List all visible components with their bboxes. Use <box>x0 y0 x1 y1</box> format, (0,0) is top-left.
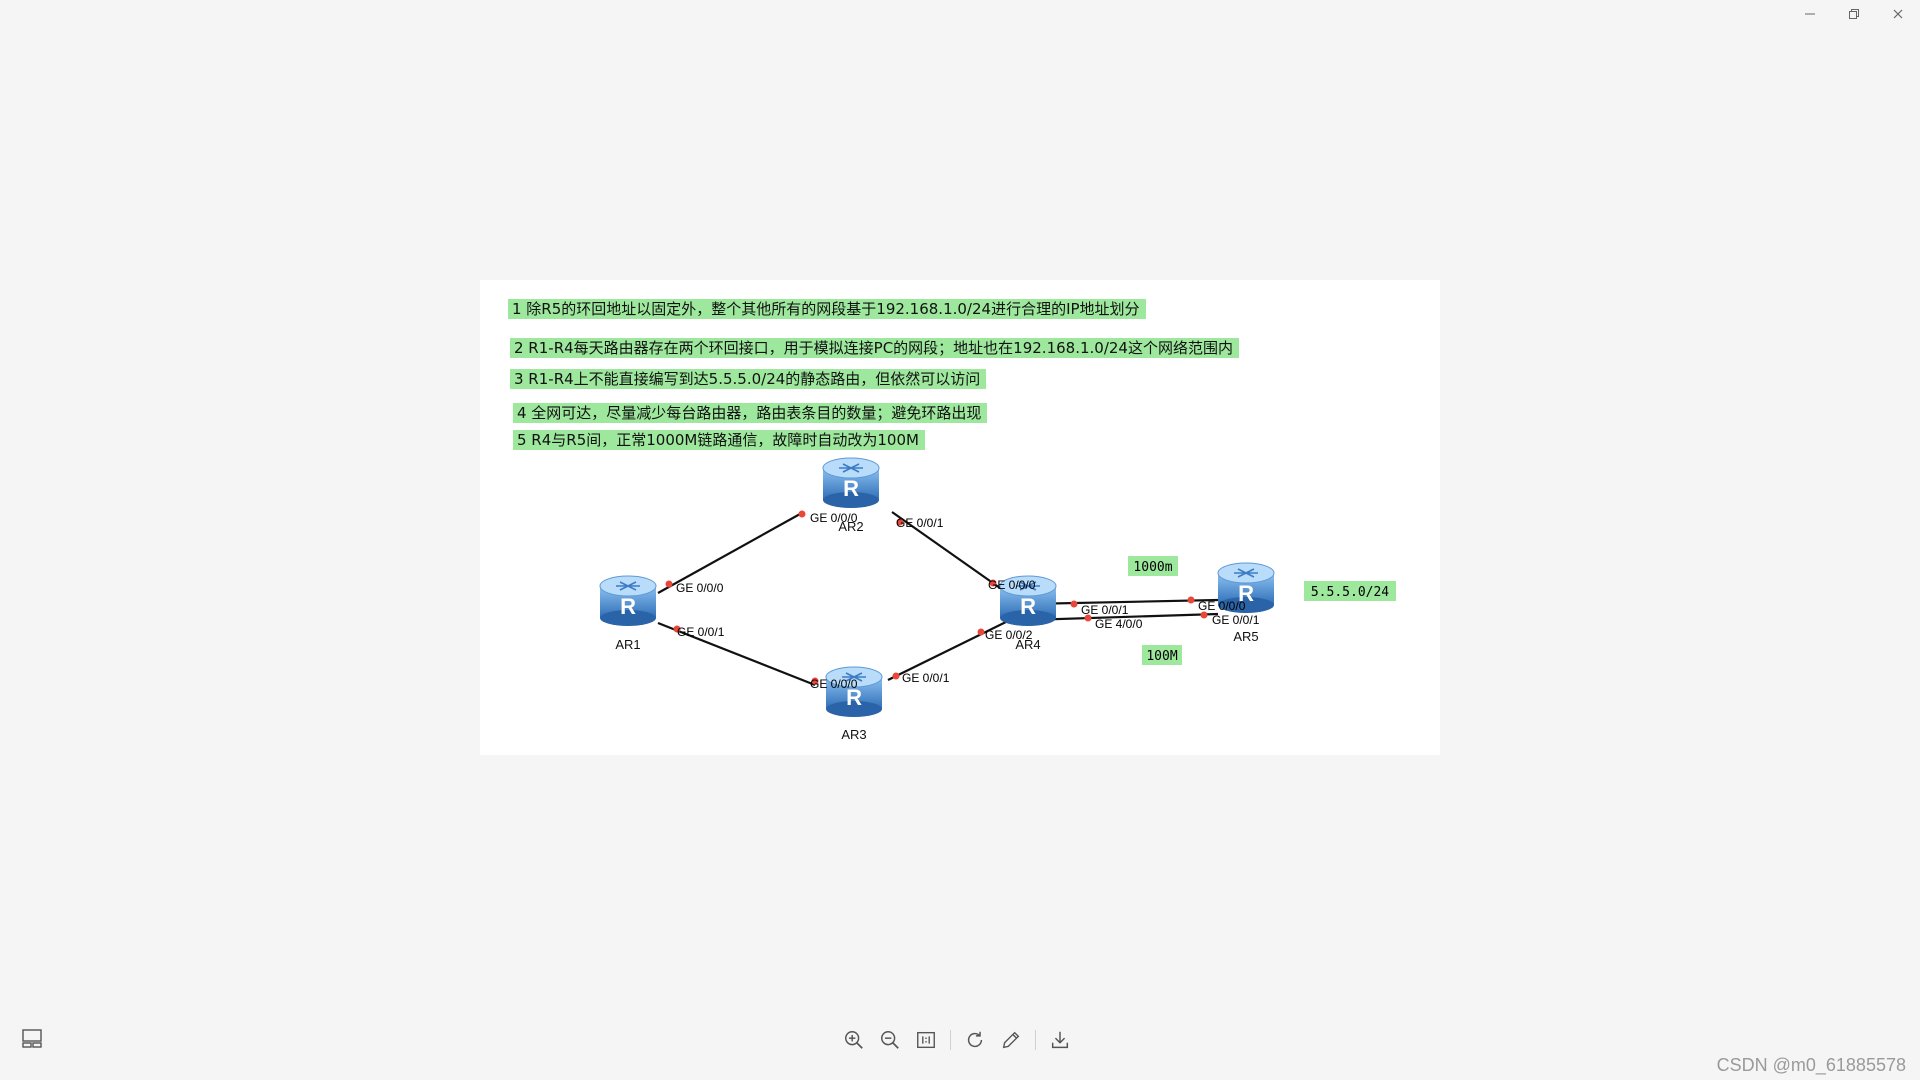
zoom-in-icon <box>845 1031 863 1049</box>
link-ar1-ar2 <box>657 513 801 594</box>
port-label-ar4-g000: GE 0/0/0 <box>988 578 1036 592</box>
link-ar4-ar5-100m <box>1027 612 1219 622</box>
badge-100m <box>1142 645 1182 665</box>
badge-loopback-net-text: 5.5.5.0/24 <box>1311 585 1389 600</box>
port-label-ar4-g400: GE 4/0/0 <box>1095 617 1143 631</box>
router-label-ar1: AR1 <box>615 637 640 652</box>
toolbar-separator <box>1035 1030 1036 1050</box>
zoom-in-button[interactable] <box>840 1026 868 1054</box>
requirement-2: 2 R1-R4每天路由器存在两个环回接口，用于模拟连接PC的网段；地址也在192… <box>510 338 1239 358</box>
links <box>657 511 1219 687</box>
zoom-out-icon <box>881 1031 899 1049</box>
port-label-ar4-g002: GE 0/0/2 <box>985 628 1033 642</box>
router-label-ar3: AR3 <box>841 727 866 742</box>
port-label-ar1-g000: GE 0/0/0 <box>676 581 724 595</box>
restore-button[interactable] <box>1832 0 1876 28</box>
zoom-out-button[interactable] <box>876 1026 904 1054</box>
port-label-ar2-g000: GE 0/0/0 <box>810 511 858 525</box>
edit-button[interactable] <box>997 1026 1025 1054</box>
requirement-5: 5 R4与R5间，正常1000M链路通信，故障时自动改为100M <box>513 430 925 450</box>
port-label-ar4-g001: GE 0/0/1 <box>1081 603 1129 617</box>
download-icon <box>1051 1031 1069 1049</box>
thumbnail-icon <box>22 1029 42 1048</box>
thumbnail-toggle[interactable] <box>20 1026 44 1050</box>
badge-100m-text: 100M <box>1146 649 1177 664</box>
router-ar3[interactable] <box>825 666 883 718</box>
close-button[interactable] <box>1876 0 1920 28</box>
router-ar2[interactable] <box>822 457 880 509</box>
restore-icon <box>1849 9 1859 19</box>
network-topology: R A <box>599 457 1396 742</box>
minimize-icon <box>1805 13 1815 15</box>
router-label-ar2: AR2 <box>838 519 863 534</box>
link-ar2-ar4 <box>891 511 1001 589</box>
link-ar4-ar5-1000m <box>1027 598 1219 606</box>
image-canvas: 1 除R5的环回地址以固定外，整个其他所有的网段基于192.168.1.0/24… <box>480 280 1440 755</box>
port-label-ar3-g000: GE 0/0/0 <box>810 677 858 691</box>
port-label-ar5-g001: GE 0/0/1 <box>1212 613 1260 627</box>
watermark: CSDN @m0_61885578 <box>1716 1055 1906 1075</box>
actual-size-icon <box>917 1031 935 1049</box>
port-label-ar2-g001: GE 0/0/1 <box>896 516 944 530</box>
toolbar-separator <box>950 1030 951 1050</box>
rotate-button[interactable] <box>961 1026 989 1054</box>
requirement-4: 4 全网可达，尽量减少每台路由器，路由表条目的数量；避免环路出现 <box>513 403 988 423</box>
minimize-button[interactable] <box>1788 0 1832 28</box>
badge-1000m <box>1128 556 1178 576</box>
port-label-ar5-g000: GE 0/0/0 <box>1198 599 1246 613</box>
link-ar3-ar4 <box>887 619 1011 681</box>
rotate-icon <box>967 1031 983 1048</box>
download-button[interactable] <box>1046 1026 1074 1054</box>
actual-size-button[interactable] <box>912 1026 940 1054</box>
image-tools <box>836 1024 1078 1056</box>
port-dots <box>665 510 1208 685</box>
port-label-ar3-g001: GE 0/0/1 <box>902 671 950 685</box>
router-label-ar5: AR5 <box>1233 629 1258 644</box>
viewer-toolbar <box>0 1020 1920 1060</box>
badge-1000m-text: 1000m <box>1133 560 1172 575</box>
requirement-1: 1 除R5的环回地址以固定外，整个其他所有的网段基于192.168.1.0/24… <box>508 299 1146 319</box>
pencil-icon <box>1002 1031 1020 1049</box>
router-ar1[interactable] <box>599 575 657 627</box>
badge-loopback-net <box>1304 581 1396 601</box>
close-icon <box>1893 9 1903 19</box>
link-ar1-ar3 <box>657 621 816 687</box>
window-controls <box>1788 0 1920 28</box>
requirement-3: 3 R1-R4上不能直接编写到达5.5.5.0/24的静态路由，但依然可以访问 <box>510 369 987 389</box>
router-label-ar4: AR4 <box>1015 637 1040 652</box>
port-label-ar1-g001: GE 0/0/1 <box>677 625 725 639</box>
